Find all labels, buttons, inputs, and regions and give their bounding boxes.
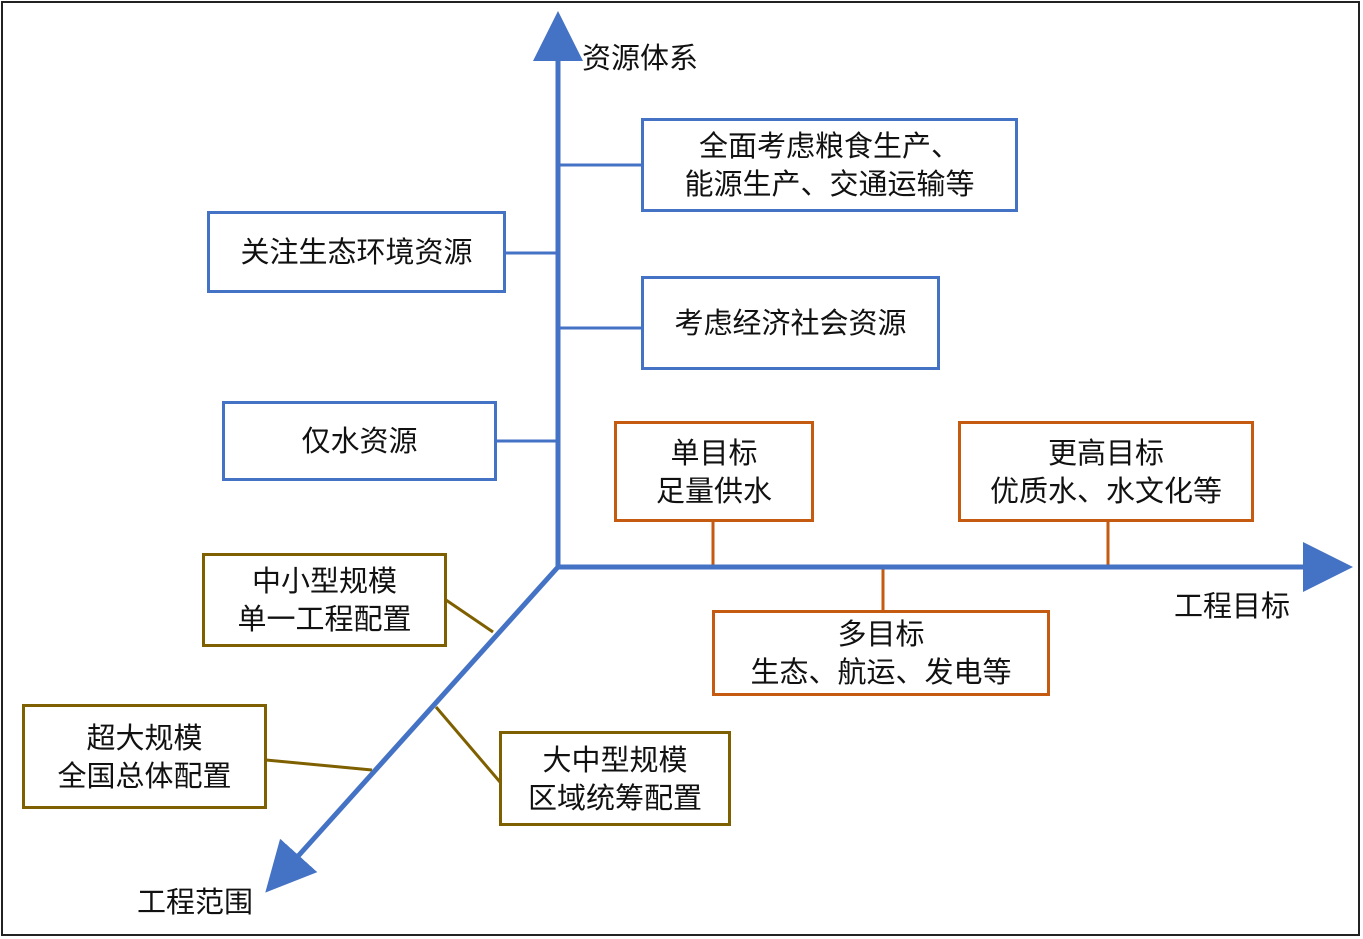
scope-huge-line-2: 全国总体配置 (57, 758, 232, 793)
scope-small-line-2: 单一工程配置 (237, 602, 412, 636)
scope-large-line-1: 大中型规模 (542, 742, 688, 777)
goal-box-multi: 多目标 生态、航运、发电等 (712, 610, 1050, 696)
diagonal-axis-label: 工程范围 (137, 885, 254, 919)
resource-water-only-line-1: 仅水资源 (301, 424, 418, 458)
resource-economy-line-1: 考虑经济社会资源 (674, 306, 907, 340)
goal-single-line-1: 单目标 (670, 435, 758, 470)
goal-multi-line-2: 生态、航运、发电等 (750, 655, 1012, 689)
goal-box-higher: 更高目标 优质水、水文化等 (958, 421, 1254, 522)
resource-food-energy-line-1: 全面考虑粮食生产、 (698, 129, 960, 163)
scope-box-large: 大中型规模 区域统筹配置 (499, 731, 731, 826)
resource-box-economy: 考虑经济社会资源 (641, 276, 940, 370)
vertical-axis-label: 资源体系 (582, 41, 699, 75)
connector-large-scope (434, 706, 502, 783)
horizontal-axis-label: 工程目标 (1174, 589, 1291, 623)
goal-single-line-2: 足量供水 (655, 473, 772, 508)
scope-huge-line-1: 超大规模 (86, 720, 203, 755)
scope-box-small: 中小型规模 单一工程配置 (202, 553, 447, 647)
scope-large-line-2: 区域统筹配置 (527, 780, 702, 815)
scope-box-huge: 超大规模 全国总体配置 (22, 704, 267, 809)
resource-ecology-line-1: 关注生态环境资源 (240, 235, 473, 269)
resource-box-water-only: 仅水资源 (222, 401, 497, 481)
connector-huge-scope (265, 758, 373, 772)
goal-box-single: 单目标 足量供水 (614, 421, 814, 522)
resource-box-ecology: 关注生态环境资源 (207, 211, 506, 293)
scope-small-line-1: 中小型规模 (251, 564, 397, 598)
diagonal-axis (265, 565, 560, 893)
resource-box-food-energy: 全面考虑粮食生产、 能源生产、交通运输等 (641, 118, 1018, 212)
goal-multi-line-1: 多目标 (837, 617, 925, 651)
goal-higher-line-1: 更高目标 (1047, 435, 1164, 470)
goal-higher-line-2: 优质水、水文化等 (989, 473, 1222, 508)
connector-small-scope (445, 598, 494, 634)
resource-food-energy-line-2: 能源生产、交通运输等 (684, 167, 975, 201)
